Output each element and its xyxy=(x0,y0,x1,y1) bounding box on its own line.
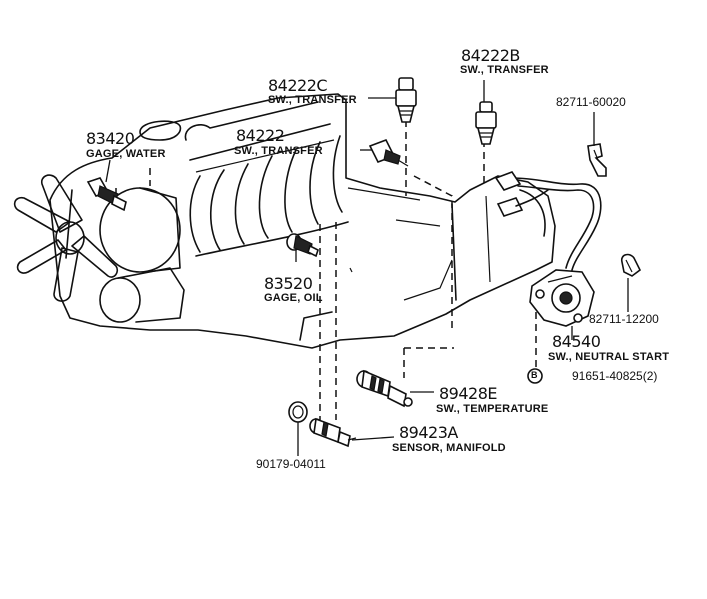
switch-icon xyxy=(395,77,417,123)
part-name-84222c: SW., TRANSFER xyxy=(268,94,357,106)
part-name-89423a: SENSOR, MANIFOLD xyxy=(392,442,506,454)
switch-icon xyxy=(368,138,409,167)
part-name-84222: SW., TRANSFER xyxy=(234,145,323,157)
part-name-83520: GAGE, OIL xyxy=(264,292,323,304)
leader-lines xyxy=(105,80,629,456)
clip-icon xyxy=(587,143,607,177)
location-dash-lines xyxy=(115,120,537,436)
bolt-symbol-letter: B xyxy=(531,370,538,380)
clip-icon xyxy=(620,253,642,277)
fan-icon xyxy=(13,174,119,302)
part-name-89428e: SW., TEMPERATURE xyxy=(436,403,549,415)
part-number-90179-04011: 90179-04011 xyxy=(256,457,326,471)
part-number-83520: 83520 xyxy=(264,274,313,293)
gasket-icon xyxy=(288,401,308,423)
part-name-84540: SW., NEUTRAL START xyxy=(548,351,670,363)
part-name-84222b: SW., TRANSFER xyxy=(460,64,549,76)
part-number-82711-12200: 82711-12200 xyxy=(589,312,659,326)
sensor-icon xyxy=(86,177,127,212)
sensor-icon xyxy=(356,369,413,408)
switch-icon xyxy=(475,101,497,145)
sensor-icon xyxy=(309,417,357,448)
engine-block xyxy=(49,93,556,349)
part-number-89428e: 89428E xyxy=(439,384,498,403)
part-number-84222: 84222 xyxy=(236,126,285,145)
part-number-83420: 83420 xyxy=(86,129,135,148)
bolt-symbol-icon xyxy=(527,368,543,384)
part-number-84540: 84540 xyxy=(552,332,601,351)
part-number-91651-40825: 91651-40825(2) xyxy=(572,369,658,383)
switch-icon xyxy=(529,269,595,327)
sensor-icon xyxy=(286,233,319,258)
part-number-84222c: 84222C xyxy=(268,76,328,95)
part-number-89423a: 89423A xyxy=(399,423,458,442)
part-number-84222b: 84222B xyxy=(461,46,520,65)
part-number-82711-60020: 82711-60020 xyxy=(556,95,626,109)
wire-harness xyxy=(494,171,602,271)
part-name-83420: GAGE, WATER xyxy=(86,148,166,160)
